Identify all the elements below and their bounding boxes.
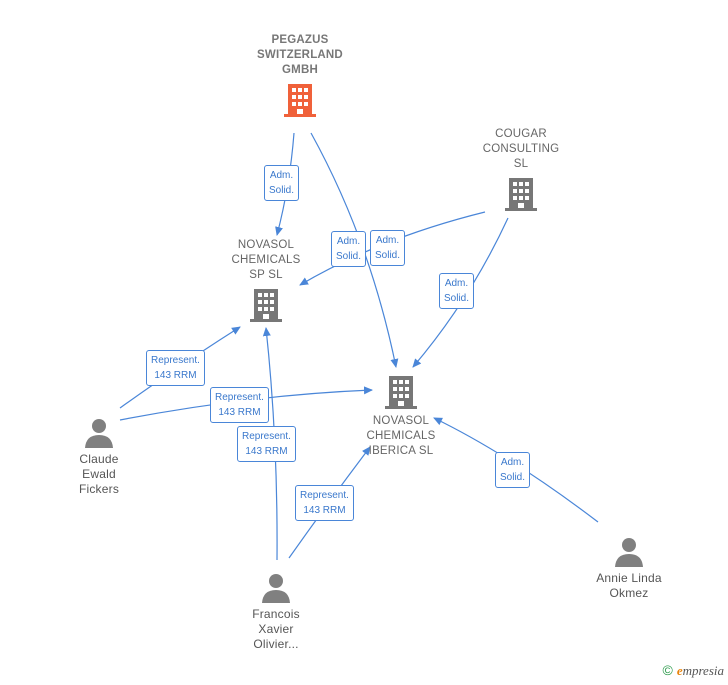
node-francois-xavier-olivier[interactable]: Francois Xavier Olivier... <box>236 573 316 652</box>
node-label: PEGAZUS SWITZERLAND GMBH <box>257 34 343 76</box>
edge-label-cougar-novasol-iberica[interactable]: Adm. Solid. <box>439 273 475 309</box>
node-novasol-chemicals-iberica[interactable]: NOVASOL CHEMICALS IBERICA SL <box>341 374 461 459</box>
edge-label-pegazus-novasol-sp[interactable]: Adm. Solid. <box>264 165 300 201</box>
node-cougar-consulting[interactable]: COUGAR CONSULTING SL <box>461 127 581 212</box>
copyright-symbol: © <box>662 662 673 678</box>
node-annie-linda-okmez[interactable]: Annie Linda Okmez <box>584 537 674 601</box>
node-pegazus-switzerland[interactable]: PEGAZUS SWITZERLAND GMBH <box>240 33 360 118</box>
node-label: Francois Xavier Olivier... <box>252 607 300 651</box>
edge-label-cougar-novasol-sp[interactable]: Adm. Solid. <box>370 230 406 266</box>
node-label: Claude Ewald Fickers <box>78 452 120 496</box>
brand-name: empresia <box>677 663 724 678</box>
edge-label-francois-novasol-sp[interactable]: Represent. 143 RRM <box>237 426 296 462</box>
node-claude-ewald-fickers[interactable]: Claude Ewald Fickers <box>59 418 139 497</box>
node-novasol-chemicals-sp[interactable]: NOVASOL CHEMICALS SP SL <box>206 238 326 323</box>
node-label: Annie Linda Okmez <box>596 571 662 600</box>
building-icon <box>284 84 316 117</box>
building-icon <box>505 178 537 211</box>
node-label: NOVASOL CHEMICALS SP SL <box>231 239 301 281</box>
empresia-watermark[interactable]: ©empresia <box>662 662 724 679</box>
edge-label-annie-novasol-iberica[interactable]: Adm. Solid. <box>495 452 531 488</box>
building-icon <box>250 289 282 322</box>
person-icon <box>85 419 113 448</box>
edge-label-claude-novasol-iberica[interactable]: Represent. 143 RRM <box>210 387 269 423</box>
person-icon <box>615 538 643 567</box>
node-label: COUGAR CONSULTING SL <box>482 128 560 170</box>
edge-label-claude-novasol-sp[interactable]: Represent. 143 RRM <box>146 350 205 386</box>
person-icon <box>262 574 290 603</box>
building-icon <box>385 376 417 409</box>
brand-initial: e <box>676 663 683 678</box>
edge-label-pegazus-novasol-iberica[interactable]: Adm. Solid. <box>331 231 367 267</box>
node-label: NOVASOL CHEMICALS IBERICA SL <box>366 415 436 457</box>
edge-label-francois-novasol-iberica[interactable]: Represent. 143 RRM <box>295 485 354 521</box>
brand-rest: mpresia <box>682 663 724 678</box>
